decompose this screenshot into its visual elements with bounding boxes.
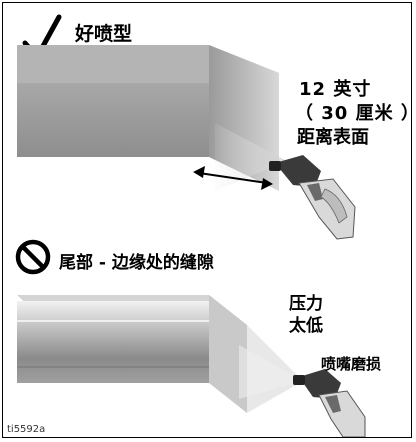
spray-diagram-art <box>15 14 366 437</box>
distance-arrow <box>193 166 273 190</box>
distance-line-2: （ 30 厘米 ） <box>295 103 412 124</box>
diagram-frame: 好喷型 12 英寸 （ 30 厘米 ） 距离表面 尾部 - 边缘处的缝隙 压力太… <box>2 2 412 438</box>
prohibited-icon <box>15 239 51 275</box>
distance-line-3: 距离表面 <box>297 127 369 148</box>
good-spray-cone <box>215 123 287 191</box>
cause-tip-worn: 喷嘴磨损 <box>321 355 382 373</box>
bad-wall-block <box>17 295 247 413</box>
figure-id: ti5592a <box>7 424 46 435</box>
spray-gun-good <box>269 155 356 240</box>
bad-spray-cone <box>239 325 303 413</box>
spray-gun-bad <box>293 369 366 437</box>
good-pattern-label: 好喷型 <box>75 23 133 45</box>
cause-pressure-low: 压力太低 <box>289 294 323 336</box>
distance-line-1: 12 英寸 <box>299 79 372 100</box>
bad-pattern-label: 尾部 - 边缘处的缝隙 <box>59 253 214 273</box>
good-wall-block <box>17 45 279 191</box>
